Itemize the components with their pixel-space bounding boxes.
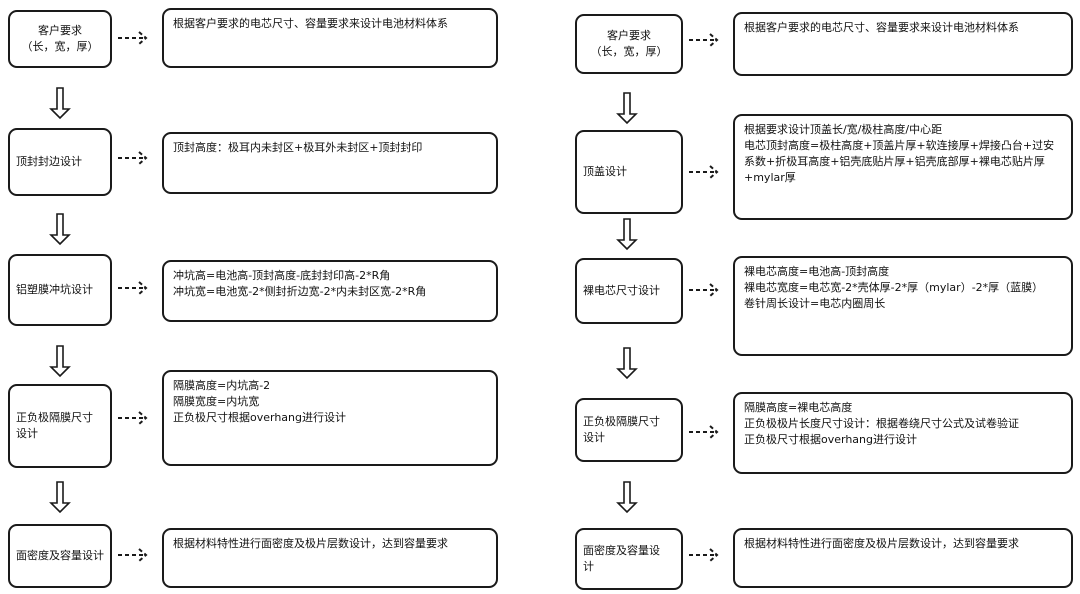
desc-line: 根据材料特性进行面密度及极片层数设计，达到容量要求 bbox=[744, 537, 1019, 550]
step-label: 面密度及容量设 计 bbox=[583, 544, 660, 573]
left-step-top-seal-design: 顶封封边设计 bbox=[8, 128, 112, 196]
dashed-arrow bbox=[118, 31, 148, 45]
desc-line: 正负极极片长度尺寸设计：根据卷绕尺寸公式及试卷验证 bbox=[744, 417, 1019, 430]
right-desc-top-cover-design: 根据要求设计顶盖长/宽/极柱高度/中心距 电芯顶封高度=极柱高度+顶盖片厚+软连… bbox=[733, 114, 1073, 220]
down-arrow bbox=[49, 213, 71, 246]
dashed-arrow bbox=[689, 425, 719, 439]
right-desc-density-capacity: 根据材料特性进行面密度及极片层数设计，达到容量要求 bbox=[733, 528, 1073, 588]
desc-line: 隔膜高度=裸电芯高度 bbox=[744, 401, 853, 414]
down-arrow bbox=[49, 481, 71, 514]
right-desc-customer-requirements: 根据客户要求的电芯尺寸、容量要求来设计电池材料体系 bbox=[733, 12, 1073, 76]
dashed-arrow bbox=[118, 411, 148, 425]
down-arrow bbox=[616, 92, 638, 125]
desc-line: 根据客户要求的电芯尺寸、容量要求来设计电池材料体系 bbox=[744, 21, 1019, 34]
desc-line: 根据客户要求的电芯尺寸、容量要求来设计电池材料体系 bbox=[173, 17, 448, 30]
step-label: 面密度及容量设计 bbox=[16, 549, 104, 562]
desc-line: 卷针周长设计=电芯内圈周长 bbox=[744, 297, 886, 310]
dashed-arrow bbox=[118, 151, 148, 165]
down-arrow bbox=[616, 218, 638, 251]
left-desc-density-capacity: 根据材料特性进行面密度及极片层数设计，达到容量要求 bbox=[162, 528, 498, 588]
right-step-customer-requirements: 客户要求 （长，宽，厚） bbox=[575, 14, 683, 74]
right-step-top-cover-design: 顶盖设计 bbox=[575, 130, 683, 214]
dashed-arrow bbox=[689, 165, 719, 179]
desc-line: 冲坑高=电池高-顶封高度-底封封印高-2*R角 bbox=[173, 269, 391, 282]
left-desc-top-seal-design: 顶封高度：极耳内未封区+极耳外未封区+顶封封印 bbox=[162, 132, 498, 194]
step-label: 裸电芯尺寸设计 bbox=[583, 284, 660, 297]
desc-line: 根据要求设计顶盖长/宽/极柱高度/中心距 bbox=[744, 123, 943, 136]
left-step-density-capacity: 面密度及容量设计 bbox=[8, 524, 112, 588]
right-step-bare-cell-size: 裸电芯尺寸设计 bbox=[575, 258, 683, 324]
down-arrow bbox=[49, 87, 71, 120]
desc-line: 系数+折极耳高度+铝壳底贴片厚+铝壳底部厚+裸电芯贴片厚 bbox=[744, 155, 1045, 168]
step-label: 正负极隔膜尺寸 设计 bbox=[16, 411, 93, 440]
left-step-pouch-cup-design: 铝塑膜冲坑设计 bbox=[8, 254, 112, 326]
left-desc-customer-requirements: 根据客户要求的电芯尺寸、容量要求来设计电池材料体系 bbox=[162, 8, 498, 68]
desc-line: 电芯顶封高度=极柱高度+顶盖片厚+软连接厚+焊接凸台+过安 bbox=[744, 139, 1055, 152]
left-desc-pouch-cup-design: 冲坑高=电池高-顶封高度-底封封印高-2*R角 冲坑宽=电池宽-2*侧封折边宽-… bbox=[162, 260, 498, 322]
step-label: 客户要求 （长，宽，厚） bbox=[21, 24, 99, 53]
down-arrow bbox=[616, 481, 638, 514]
left-desc-electrode-separator-size: 隔膜高度=内坑高-2 隔膜宽度=内坑宽 正负极尺寸根据overhang进行设计 bbox=[162, 370, 498, 466]
desc-line: 冲坑宽=电池宽-2*侧封折边宽-2*内未封区宽-2*R角 bbox=[173, 285, 427, 298]
desc-line: +mylar厚 bbox=[744, 171, 796, 184]
down-arrow bbox=[49, 345, 71, 378]
right-step-density-capacity: 面密度及容量设 计 bbox=[575, 528, 683, 590]
desc-line: 正负极尺寸根据overhang进行设计 bbox=[744, 433, 918, 446]
right-desc-bare-cell-size: 裸电芯高度=电池高-顶封高度 裸电芯宽度=电芯宽-2*壳体厚-2*厚（mylar… bbox=[733, 256, 1073, 356]
step-label: 铝塑膜冲坑设计 bbox=[16, 283, 93, 296]
desc-line: 根据材料特性进行面密度及极片层数设计，达到容量要求 bbox=[173, 537, 448, 550]
dashed-arrow bbox=[689, 283, 719, 297]
down-arrow bbox=[616, 347, 638, 380]
step-label: 顶封封边设计 bbox=[16, 155, 82, 168]
dashed-arrow bbox=[118, 281, 148, 295]
desc-line: 裸电芯高度=电池高-顶封高度 bbox=[744, 265, 890, 278]
desc-line: 隔膜宽度=内坑宽 bbox=[173, 395, 260, 408]
desc-line: 裸电芯宽度=电芯宽-2*壳体厚-2*厚（mylar）-2*厚（蓝膜） bbox=[744, 281, 1044, 294]
dashed-arrow bbox=[689, 33, 719, 47]
dashed-arrow bbox=[689, 548, 719, 562]
step-label: 正负极隔膜尺寸 设计 bbox=[583, 415, 660, 444]
left-step-electrode-separator-size: 正负极隔膜尺寸 设计 bbox=[8, 384, 112, 468]
dashed-arrow bbox=[118, 548, 148, 562]
desc-line: 顶封高度：极耳内未封区+极耳外未封区+顶封封印 bbox=[173, 141, 423, 154]
step-label: 客户要求 （长，宽，厚） bbox=[590, 29, 668, 58]
right-step-electrode-separator-size: 正负极隔膜尺寸 设计 bbox=[575, 398, 683, 462]
step-label: 顶盖设计 bbox=[583, 165, 627, 178]
desc-line: 隔膜高度=内坑高-2 bbox=[173, 379, 271, 392]
right-desc-electrode-separator-size: 隔膜高度=裸电芯高度 正负极极片长度尺寸设计：根据卷绕尺寸公式及试卷验证 正负极… bbox=[733, 392, 1073, 474]
left-step-customer-requirements: 客户要求 （长，宽，厚） bbox=[8, 10, 112, 68]
desc-line: 正负极尺寸根据overhang进行设计 bbox=[173, 411, 347, 424]
